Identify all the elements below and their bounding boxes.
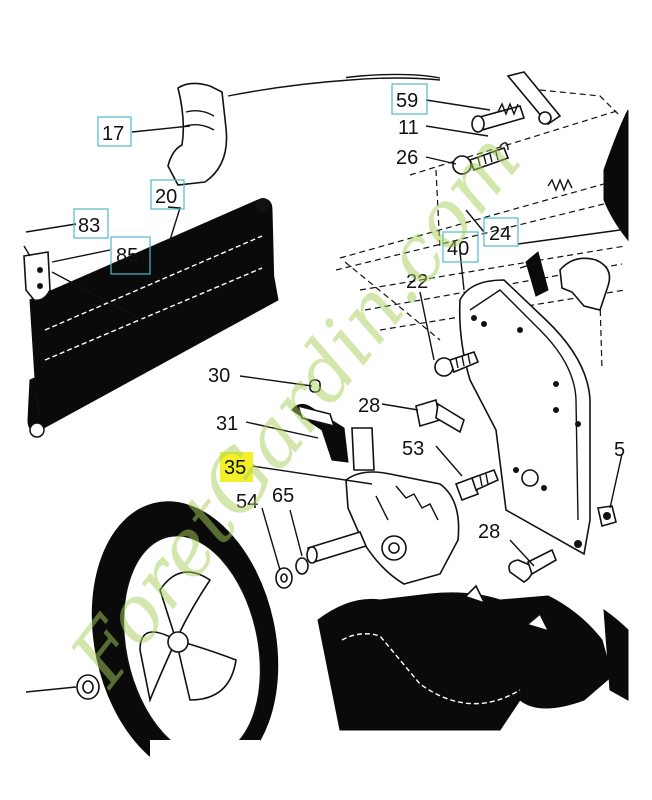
- lower-deck-part: [317, 584, 629, 731]
- height-plate-part: [458, 279, 591, 556]
- callout-24: 24: [489, 223, 511, 245]
- wheel-part: [91, 501, 279, 800]
- bolt-28-upper-part: [415, 398, 465, 434]
- callout-11: 11: [398, 117, 419, 139]
- bolt-53-part: [454, 468, 500, 502]
- callout-22: 22: [406, 271, 428, 293]
- callout-26: 26: [396, 147, 418, 169]
- spring-part: [547, 178, 573, 192]
- axle-nut-part: [76, 674, 100, 700]
- callout-53: 53: [402, 438, 424, 460]
- spring-clip-31-part: [291, 404, 349, 463]
- nut-part: [597, 505, 617, 528]
- height-adjuster-part: [306, 427, 460, 585]
- callout-28-lower: 28: [478, 521, 500, 543]
- callout-boxes: [73, 83, 519, 482]
- callout-31: 31: [216, 413, 238, 435]
- callout-59: 59: [396, 90, 418, 112]
- callout-83: 83: [78, 215, 100, 237]
- callout-40: 40: [447, 238, 469, 260]
- deck-shroud-part: [167, 72, 441, 186]
- callout-30: 30: [208, 365, 230, 387]
- washer-65-part: [295, 557, 309, 575]
- rear-deck-part: [603, 109, 629, 242]
- highlight-35: [220, 452, 253, 482]
- callout-5: 5: [614, 439, 625, 461]
- callout-85: 85: [116, 245, 138, 267]
- bumper-bar-part: [27, 198, 279, 438]
- callout-20: 20: [155, 186, 177, 208]
- washer-54-part: [275, 567, 293, 589]
- height-lever-part: [471, 71, 562, 133]
- bolt-28-lower-part: [508, 548, 557, 583]
- callout-labels: 17 20 83 85 59 11 26 24 40 22 30 31 28 5…: [78, 90, 625, 543]
- bracket-clip-part: [23, 245, 51, 302]
- bolt-22-part: [434, 351, 480, 377]
- callout-54: 54: [236, 491, 258, 513]
- callout-65: 65: [272, 485, 294, 507]
- leader-lines: [25, 99, 623, 693]
- bolt-26-part: [452, 142, 510, 175]
- callout-17: 17: [102, 123, 124, 145]
- callout-28-upper: 28: [358, 395, 380, 417]
- adjust-knob-part: [519, 251, 611, 311]
- callout-35: 35: [224, 457, 246, 479]
